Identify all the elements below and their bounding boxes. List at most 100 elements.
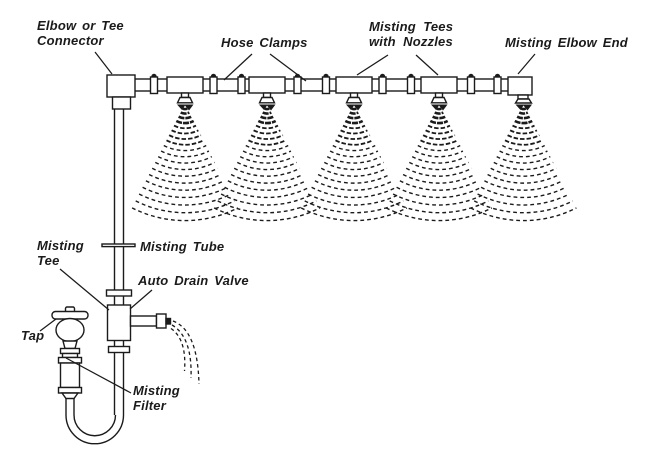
mist-arc (484, 180, 563, 191)
mist-arc (499, 150, 548, 158)
mist-arc (245, 144, 289, 152)
mist-arc (434, 111, 444, 115)
mist-arc (173, 124, 197, 130)
leader-hose-clamp-left (223, 53, 253, 81)
mist-arc (408, 161, 470, 171)
mist-arc (317, 173, 391, 184)
misting-tee-with-nozzle (248, 76, 286, 104)
leader-lines (39, 51, 536, 394)
tube-lower-coupling (107, 345, 131, 354)
mist-arc (151, 167, 219, 177)
mist-arc (160, 150, 210, 158)
mist-arc (509, 129, 538, 135)
mist-arc (148, 173, 222, 184)
mist-arc (217, 200, 317, 214)
mist-cone (213, 104, 321, 222)
mist-arc (239, 155, 295, 164)
mist-arc (257, 119, 277, 125)
mist-arc (242, 150, 292, 158)
misting-elbow-end (507, 76, 533, 104)
mist-arc (493, 161, 554, 171)
leader-hose-clamp-right (269, 53, 307, 82)
mist-arc (487, 173, 560, 184)
mist-spray-cones (131, 104, 577, 222)
mist-arc (145, 180, 225, 191)
mist-arc (470, 207, 577, 222)
leader-misting-tee-right (415, 54, 439, 76)
mist-arc (264, 107, 270, 111)
mist-arc (260, 115, 274, 120)
mist-arc (138, 193, 232, 206)
supply-u-tube (65, 398, 125, 445)
misting-tee-with-nozzle (166, 76, 204, 104)
mist-arc (304, 200, 404, 214)
mist-arc (518, 111, 529, 115)
mist-arc (220, 193, 314, 206)
hose-clamp (406, 73, 416, 95)
mist-arc (253, 129, 281, 135)
tube-union-coupling (105, 289, 133, 297)
mist-arc (329, 150, 379, 158)
mist-arc (255, 124, 279, 130)
mist-arc (178, 115, 192, 120)
tap-filter-coupling (59, 347, 81, 359)
mist-arc (507, 134, 540, 140)
hose-clamp (209, 73, 218, 95)
mist-arc (320, 167, 388, 177)
mist-arc (326, 155, 382, 164)
mist-arc (477, 193, 570, 206)
mist-arc (131, 207, 239, 222)
mist-arc (411, 155, 467, 164)
mist-arc (427, 124, 451, 130)
mist-arc (335, 139, 373, 146)
mist-arc (166, 139, 204, 146)
mist-arc (175, 119, 195, 125)
mist-arc (142, 186, 228, 199)
mist-arc (399, 180, 479, 191)
mist-arc (389, 200, 489, 214)
mist-arc (300, 207, 408, 222)
mist-arc (516, 115, 531, 120)
hose-clamp (493, 73, 502, 95)
mist-arc (332, 144, 376, 152)
mist-arc (405, 167, 473, 177)
mist-arc (182, 107, 188, 111)
mist-arc (224, 186, 310, 199)
leader-misting-tee-label (59, 268, 110, 311)
mist-arc (349, 111, 359, 115)
mist-arc (157, 155, 213, 164)
mist-arc (337, 134, 371, 140)
mist-arc (230, 173, 304, 184)
mist-arc (340, 129, 368, 135)
leader-elbow-connector (94, 51, 113, 75)
mist-arc (414, 150, 464, 158)
mist-arc (501, 144, 546, 152)
mist-arc (135, 200, 235, 214)
mist-arc (262, 111, 272, 115)
mist-arc (402, 173, 476, 184)
label-misting-tees-with-nozzles: Misting Tees with Nozzles (369, 19, 454, 49)
mist-arc (168, 134, 202, 140)
mist-arc (347, 115, 361, 120)
mist-cone (300, 104, 408, 222)
mist-arc (490, 167, 557, 177)
mist-arc (213, 207, 321, 222)
mist-arc (422, 134, 456, 140)
mist-arc (480, 186, 567, 199)
mist-arc (473, 200, 574, 214)
mist-arc (180, 111, 190, 115)
mist-arc (248, 139, 286, 146)
mist-arc (436, 107, 442, 111)
label-auto-drain-valve: Auto Drain Valve (138, 273, 249, 288)
label-hose-clamps: Hose Clamps (221, 35, 308, 50)
mist-arc (250, 134, 284, 140)
misting-tee-with-nozzle (335, 76, 373, 104)
label-elbow-or-tee-connector: Elbow or Tee Connector (37, 18, 124, 48)
tap (51, 306, 89, 350)
mist-arc (344, 119, 364, 125)
leader-auto-drain-valve (129, 289, 153, 310)
mist-arc (432, 115, 446, 120)
hose-clamp (237, 73, 246, 95)
mist-cone (470, 104, 577, 222)
